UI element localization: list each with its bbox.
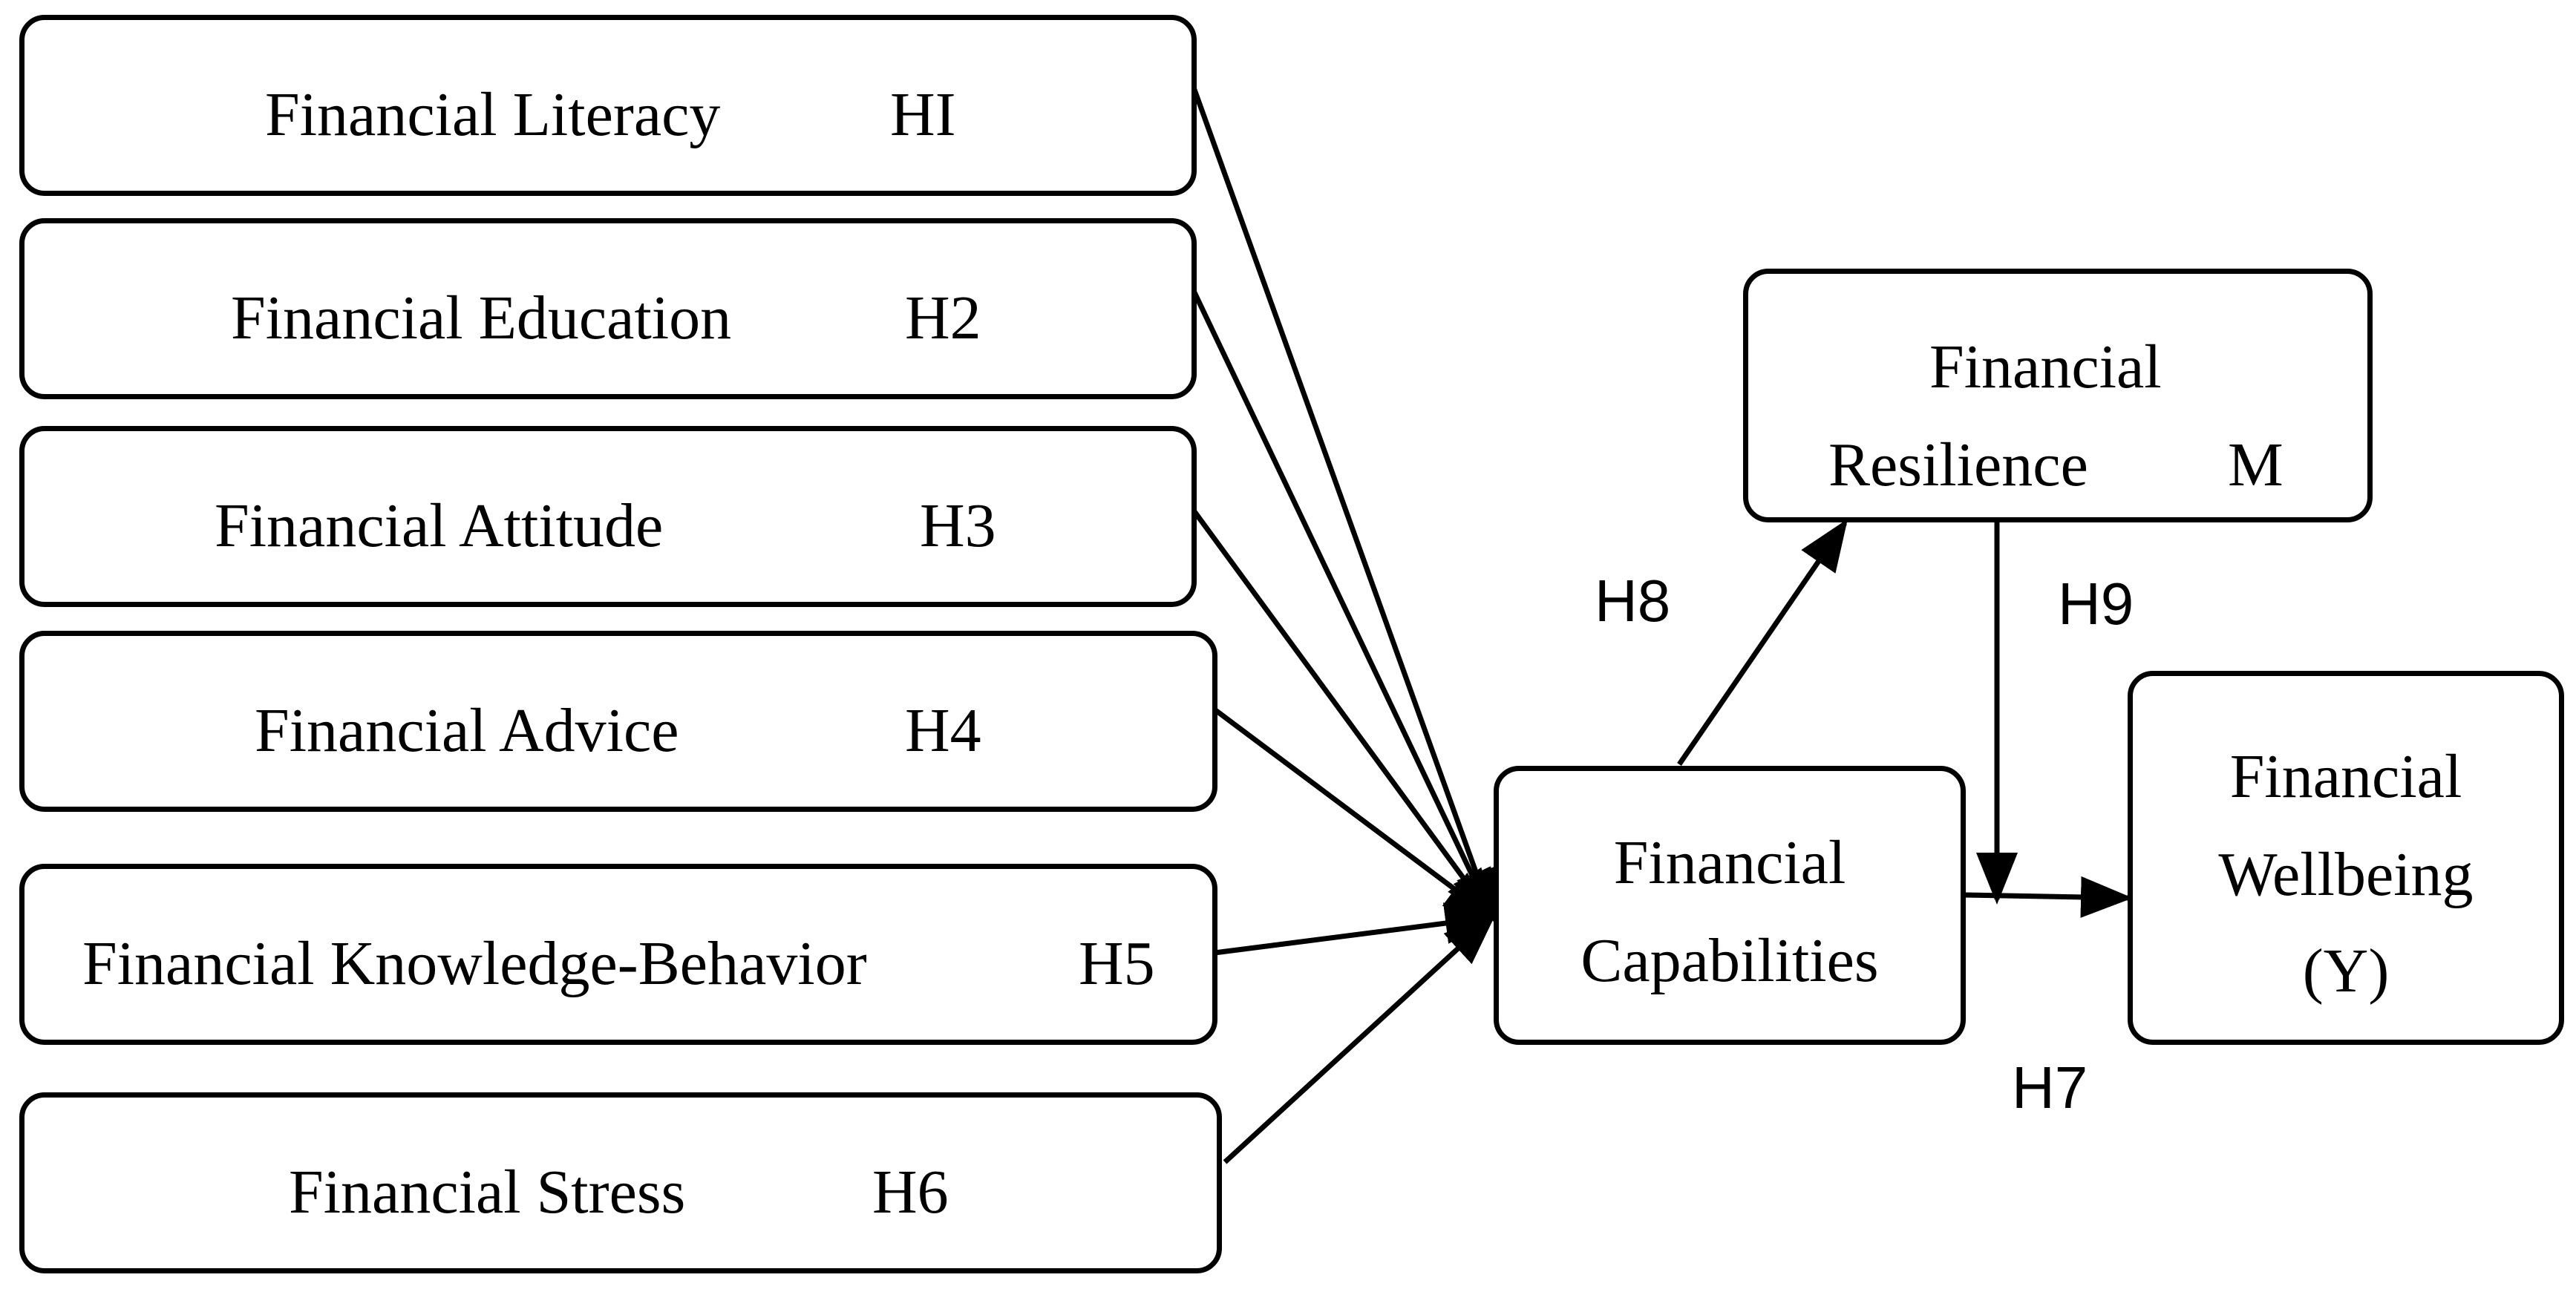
wellbeing-line3: (Y) <box>2302 937 2390 1006</box>
arrow-stress-to-capabilities <box>1223 914 1497 1164</box>
arrow-attitude-to-capabilities <box>1191 508 1496 922</box>
arrow-advice-to-capabilities <box>1212 707 1497 921</box>
box-financial-knowledge-behavior: Financial Knowledge-Behavior H5 <box>19 864 1217 1045</box>
financial-attitude-label: Financial Attitude <box>215 491 664 560</box>
hypothesis-h2: H2 <box>905 283 981 352</box>
arrow-literacy-to-capabilities <box>1191 86 1497 922</box>
box-financial-education: Financial Education H2 <box>19 218 1197 399</box>
wellbeing-line1: Financial <box>2229 742 2462 811</box>
hypothesis-h7: H7 <box>2012 1055 2088 1121</box>
arrow-capabilities-to-wellbeing <box>1964 876 2133 918</box>
hypothesis-h4: H4 <box>905 696 981 765</box>
resilience-code-m: M <box>2228 430 2284 499</box>
financial-literacy-label: Financial Literacy <box>265 80 721 149</box>
hypothesis-h8: H8 <box>1595 568 1671 634</box>
hypothesis-h3: H3 <box>920 491 996 560</box>
box-financial-resilience: Financial Resilience M <box>1743 269 2373 522</box>
capabilities-line1: Financial <box>1613 828 1846 897</box>
box-financial-literacy: Financial Literacy HI <box>19 15 1197 196</box>
financial-knowledge-behavior-label: Financial Knowledge-Behavior <box>82 929 867 998</box>
arrow-education-to-capabilities <box>1191 289 1495 922</box>
hypothesis-h5: H5 <box>1079 929 1155 998</box>
arrow-capabilities-to-resilience <box>1677 519 1848 766</box>
arrow-knowledge-behavior-to-capabilities <box>1214 902 1497 956</box>
hypothesis-h9: H9 <box>2058 571 2134 637</box>
box-financial-wellbeing: Financial Wellbeing (Y) <box>2128 671 2564 1045</box>
box-financial-capabilities: Financial Capabilities <box>1494 766 1966 1045</box>
financial-advice-label: Financial Advice <box>255 696 679 765</box>
box-financial-advice: Financial Advice H4 <box>19 631 1217 812</box>
wellbeing-line2: Wellbeing <box>2218 840 2474 909</box>
hypothesis-h6: H6 <box>872 1158 949 1227</box>
capabilities-line2: Capabilities <box>1580 926 1879 995</box>
box-financial-attitude: Financial Attitude H3 <box>19 426 1197 607</box>
resilience-line2: Resilience <box>1828 430 2088 499</box>
financial-education-label: Financial Education <box>231 283 732 352</box>
resilience-line1: Financial <box>1929 332 2162 401</box>
hypothesis-hi: HI <box>890 80 956 149</box>
box-financial-stress: Financial Stress H6 <box>19 1092 1222 1273</box>
financial-stress-label: Financial Stress <box>289 1158 686 1227</box>
